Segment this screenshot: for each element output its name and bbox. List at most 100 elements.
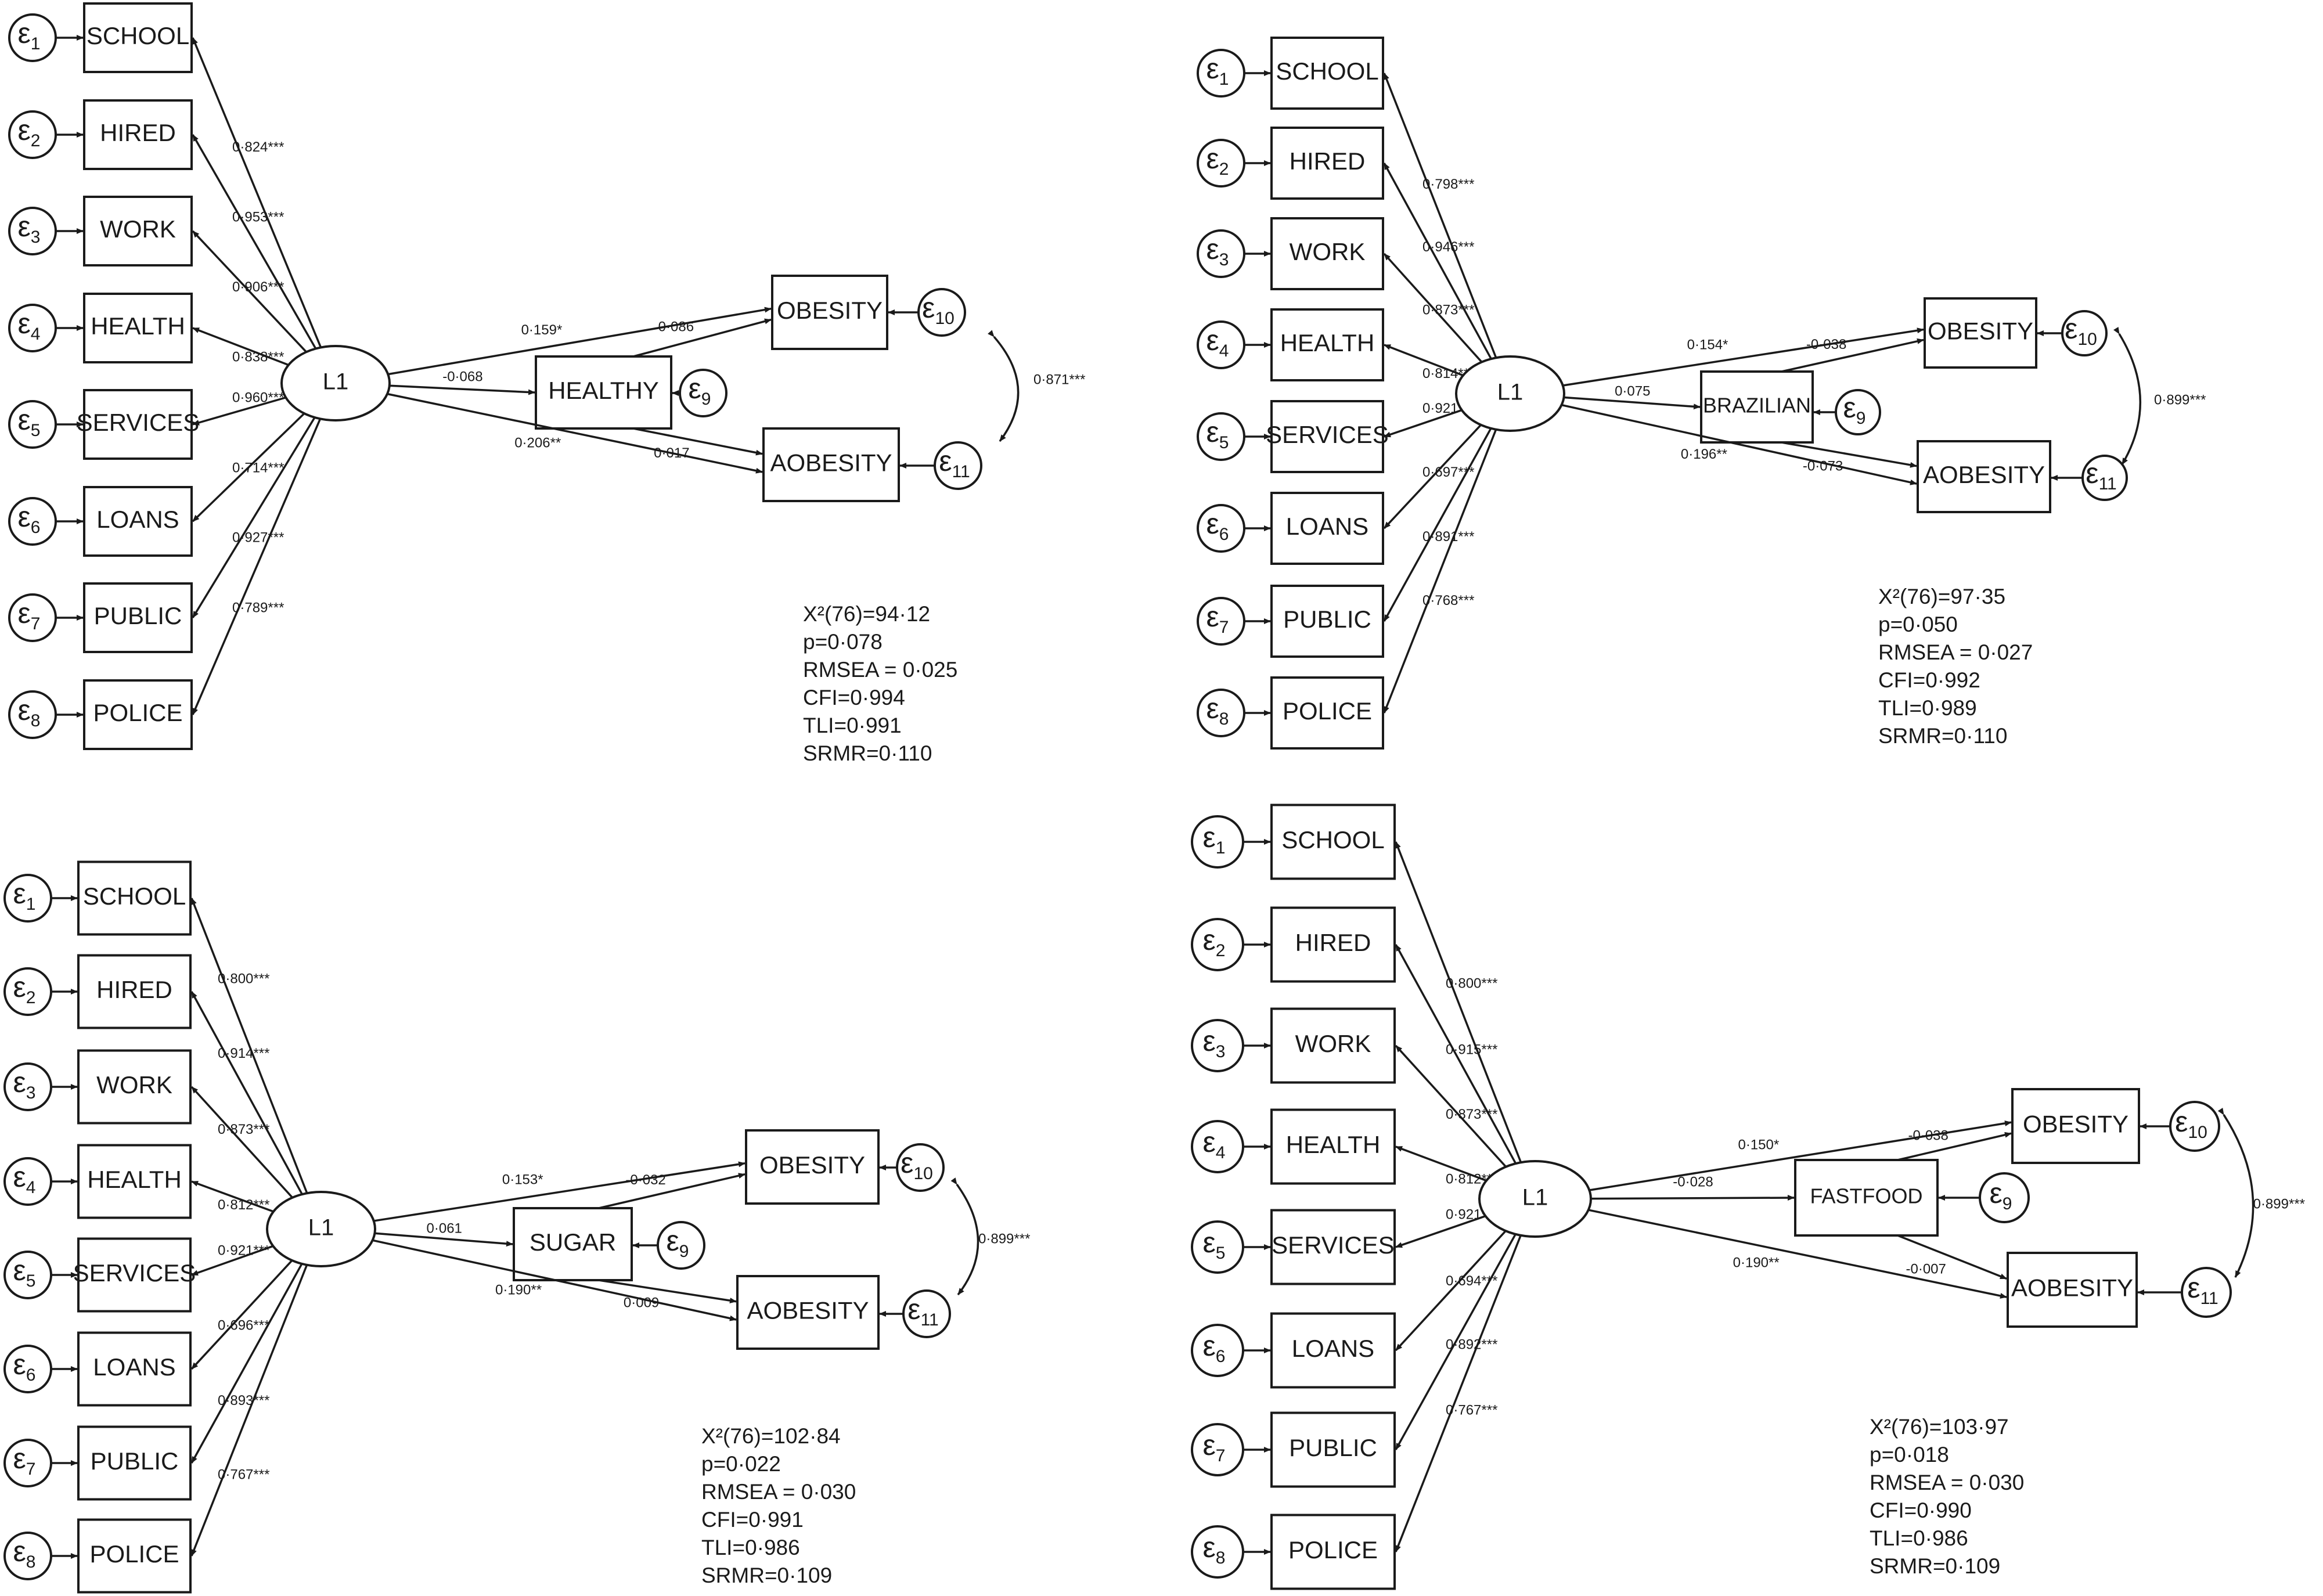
indicator-box: [83, 389, 193, 460]
loading-arrow: [192, 418, 322, 715]
loading-arrow: [192, 134, 317, 350]
fit-stat-line: X²(76)=97·35: [1878, 585, 2005, 608]
path-l1-mediator: [389, 384, 535, 395]
error-term-e5: ε5: [8, 400, 57, 449]
path-label-l1-mediator: 0·061: [427, 1220, 462, 1236]
indicator-box: [1270, 1411, 1396, 1488]
obesity-label: OBESITY: [2023, 1111, 2128, 1138]
loading-label: 0·768***: [1422, 593, 1474, 608]
loading-label: 0·914***: [218, 1046, 269, 1061]
indicator-label: LOANS: [96, 506, 179, 533]
latent-l1: L1: [266, 1191, 376, 1267]
error-term-e8: ε8: [8, 690, 57, 739]
error-term-symbol: ε7: [18, 597, 41, 633]
indicator-label: HIRED: [1290, 147, 1366, 175]
covariance-e10-e11: [2113, 327, 2141, 465]
loading-label: 0·893***: [218, 1393, 269, 1408]
obesity-box: [745, 1129, 880, 1205]
fit-stat-line: RMSEA = 0·030: [701, 1480, 856, 1504]
aobesity-box: [762, 427, 900, 502]
error-term-subscript: 8: [31, 711, 41, 730]
fit-stat-line: SRMR=0·110: [803, 741, 932, 765]
error-term-subscript: 2: [26, 988, 36, 1007]
obesity-box: [771, 275, 888, 350]
loading-arrow: [1395, 1215, 1486, 1248]
error-term-subscript: 10: [2077, 330, 2097, 349]
outcome-obesity: OBESITY: [1924, 297, 2037, 369]
path-label-l1-obesity: 0·154*: [1687, 337, 1728, 353]
error-term-subscript: 2: [1216, 941, 1226, 960]
latent-ellipse: [280, 345, 391, 421]
loading-label: 0·800***: [1446, 976, 1497, 992]
indicator-box: [1270, 1514, 1396, 1590]
error-term-e9: ε9: [1835, 389, 1881, 435]
indicator-box: [1270, 217, 1384, 290]
mediator-box: [1794, 1159, 1939, 1237]
loading-arrow: [192, 230, 307, 353]
latent-l1: L1: [280, 345, 391, 421]
error-term-subscript: 7: [31, 614, 41, 633]
indicator-label: HIRED: [96, 976, 172, 1003]
indicator-box: [83, 486, 193, 557]
aobesity-box: [736, 1275, 880, 1350]
loading-arrow: [190, 898, 308, 1194]
mediator-label: FASTFOOD: [1810, 1184, 1922, 1208]
error-term-e4: ε4: [1191, 1120, 1244, 1173]
error-term-symbol: ε7: [1206, 600, 1229, 637]
loading-arrow: [1383, 424, 1482, 529]
loading-label: 0·800***: [218, 971, 269, 986]
error-term-e10: ε10: [2061, 310, 2108, 356]
indicator-box: [77, 1049, 192, 1125]
error-term-symbol: ε2: [1206, 142, 1229, 179]
indicator-label: PUBLIC: [94, 602, 182, 629]
indicator-box: [77, 860, 192, 936]
path-label-l1-aobesity: 0·190**: [1733, 1255, 1780, 1270]
loading-arrow: [191, 1245, 273, 1276]
path-l1-mediator: [374, 1232, 513, 1247]
indicator-box: [1270, 308, 1384, 381]
indicator-box: [77, 954, 192, 1029]
aobesity-box: [1917, 440, 2051, 513]
indicator-box: [1270, 400, 1384, 473]
path-l1-obesity: [373, 1161, 745, 1222]
indicator-box: [1270, 1312, 1396, 1389]
fit-stat-line: RMSEA = 0·030: [1870, 1471, 2024, 1494]
error-term-subscript: 8: [26, 1552, 36, 1572]
error-term-subscript: 5: [1216, 1244, 1226, 1263]
path-label-l1-mediator: -0·028: [1673, 1174, 1713, 1190]
loading-label: 0·838***: [232, 350, 284, 365]
error-term-e10: ε10: [896, 1143, 945, 1192]
indicator-label: SERVICES: [1272, 1231, 1395, 1259]
loading-arrow: [1383, 73, 1497, 358]
error-term-subscript: 8: [1216, 1548, 1226, 1568]
error-term-subscript: 2: [31, 131, 41, 150]
path-mediator-aobesity: [633, 427, 763, 456]
path-label-mediator-aobesity: -0·073: [1803, 459, 1843, 474]
indicator-box: [77, 1331, 192, 1407]
panel-brazilian: SCHOOLε10·798***HIREDε20·946***WORKε30·8…: [1197, 37, 2206, 750]
path-label-l1-mediator: 0·075: [1615, 383, 1650, 399]
indicator-label: POLICE: [89, 1540, 179, 1568]
error-term-subscript: 9: [1856, 409, 1866, 428]
fit-stat-line: CFI=0·990: [1870, 1498, 1972, 1522]
error-term-e6: ε6: [8, 497, 57, 546]
indicator-label: SERVICES: [1266, 421, 1389, 448]
error-term-subscript: 8: [1219, 709, 1229, 729]
error-term-e3: ε3: [1191, 1019, 1244, 1072]
path-label-mediator-obesity: -0·038: [1908, 1127, 1949, 1143]
error-term-subscript: 3: [26, 1083, 36, 1103]
fit-stat-line: SRMR=0·109: [1870, 1554, 2000, 1578]
